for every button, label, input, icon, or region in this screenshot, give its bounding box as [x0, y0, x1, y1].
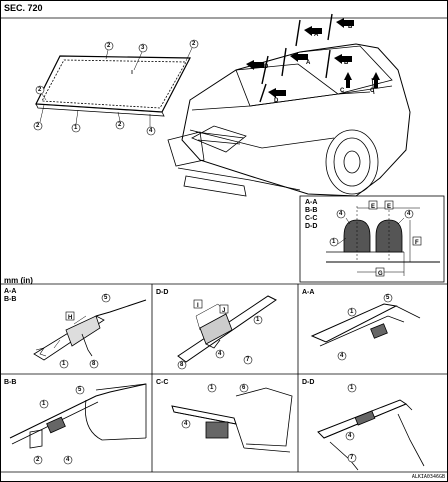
callout-1: 1 — [256, 317, 260, 323]
marker-c: C — [340, 88, 345, 94]
marker-d: D — [274, 98, 279, 104]
panel-cc-title: C-C — [156, 379, 169, 386]
callout-4: 4 — [348, 433, 352, 439]
dimension-e: E — [371, 204, 376, 210]
callout-4: 4 — [66, 457, 70, 463]
marker-b: B — [348, 24, 353, 30]
callout-1: 1 — [332, 239, 336, 245]
dimension-h: H — [68, 315, 73, 321]
callout-8: 8 — [180, 362, 184, 368]
panel-dd2-title: D-D — [302, 379, 315, 386]
callout-8: 8 — [92, 361, 96, 367]
callout-2: 2 — [36, 123, 40, 129]
detail-cc — [171, 387, 293, 453]
windshield-glass — [35, 55, 191, 117]
callout-5: 5 — [104, 295, 108, 301]
callout-7: 7 — [350, 455, 354, 461]
callout-4: 4 — [339, 211, 343, 217]
callout-2: 2 — [118, 122, 122, 128]
detail-aa — [310, 303, 421, 347]
callout-circles — [33, 39, 414, 465]
callout-1: 1 — [74, 125, 78, 131]
units-label: mm (in) — [4, 276, 33, 285]
section-cut-lines — [259, 13, 333, 103]
callout-2: 2 — [36, 457, 40, 463]
dimension-g: G — [378, 271, 383, 277]
callout-2: 2 — [107, 43, 111, 49]
marker-d: D — [264, 64, 269, 70]
callout-5: 5 — [386, 295, 390, 301]
callout-4: 4 — [184, 421, 188, 427]
callout-4: 4 — [340, 353, 344, 359]
vehicle — [167, 43, 411, 197]
callout-1: 1 — [350, 309, 354, 315]
dimension-f: F — [415, 240, 419, 246]
dimension-j: J — [222, 308, 226, 314]
callout-4: 4 — [407, 211, 411, 217]
callout-1: 1 — [210, 385, 214, 391]
detail-bb — [9, 383, 147, 449]
panel-ab-title: A-A B-B — [4, 288, 17, 303]
callout-1: 1 — [62, 361, 66, 367]
figure-id: ALKIA0346GB — [411, 474, 445, 480]
section-arrows — [246, 18, 380, 98]
callout-5: 5 — [78, 387, 82, 393]
panel-aa-title: A-A — [302, 289, 315, 296]
detail-dd — [317, 399, 425, 471]
detail-dd-isometric — [177, 295, 277, 363]
adhesive-profile — [326, 206, 440, 276]
marker-c: C — [370, 88, 375, 94]
callout-2: 2 — [38, 87, 42, 93]
callout-4: 4 — [218, 351, 222, 357]
marker-a: A — [306, 60, 311, 66]
callout-2: 2 — [192, 41, 196, 47]
panel-dd-title: D-D — [156, 289, 169, 296]
callout-4: 4 — [149, 128, 153, 134]
callout-7: 7 — [246, 357, 250, 363]
profile-title: A-A B-B C-C D-D — [305, 199, 318, 230]
panel-borders — [0, 17, 448, 473]
marker-a: A — [314, 32, 319, 38]
marker-b: B — [344, 60, 349, 66]
callout-6: 6 — [242, 385, 246, 391]
section-number: SEC. 720 — [4, 3, 43, 13]
dimension-boxes — [65, 200, 422, 321]
dimension-e: E — [387, 204, 392, 210]
glass-callout-leaders — [39, 47, 193, 127]
callout-1: 1 — [350, 385, 354, 391]
dimension-i: I — [197, 303, 199, 309]
panel-bb-title: B-B — [4, 379, 17, 386]
detail-ab-isometric — [33, 299, 147, 361]
callout-1: 1 — [42, 401, 46, 407]
callout-3: 3 — [141, 45, 145, 51]
